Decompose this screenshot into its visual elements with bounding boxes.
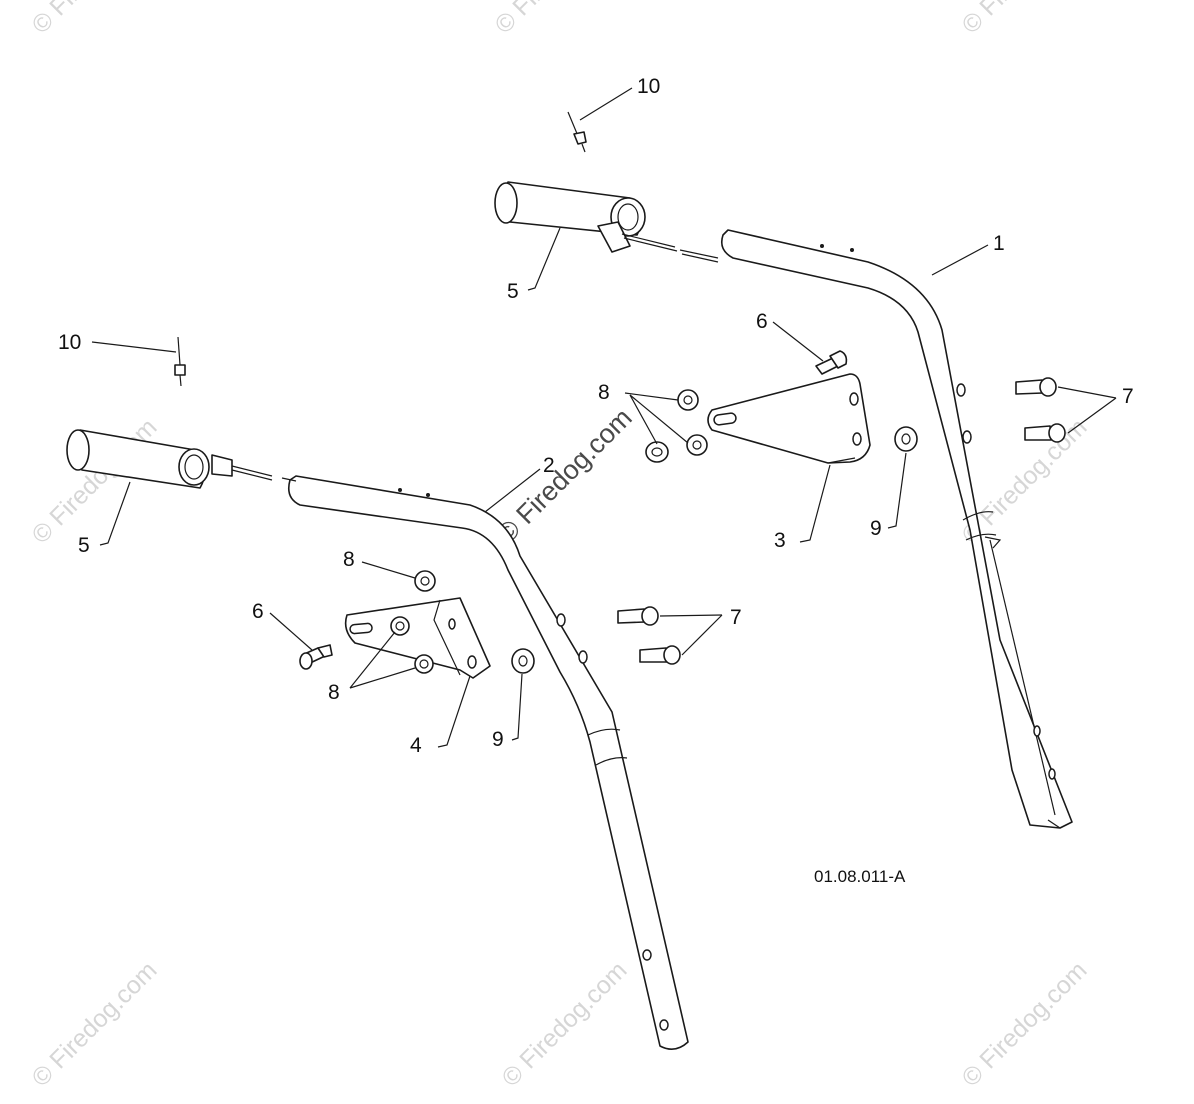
- watermark-text: © Firedog.com: [496, 956, 632, 1092]
- bracket-right-part: [707, 373, 871, 464]
- bracket-left-part: [344, 597, 491, 679]
- callout-labels: 1 2 3 4 5 5 6 6 7 7 8 8 8 9 9 10 10 01.0…: [58, 75, 1134, 886]
- callout-8-lower-single: 8: [343, 548, 355, 571]
- grip-upper-part: [494, 181, 719, 263]
- callout-6-upper: 6: [756, 310, 768, 333]
- washer-lower-part: [511, 648, 535, 674]
- callout-5-upper: 5: [507, 280, 519, 303]
- callout-8-lower-pair: 8: [328, 681, 340, 704]
- rivet-lower-part: [174, 336, 186, 387]
- callout-9-upper: 9: [870, 517, 882, 540]
- handle-lower-part: [287, 475, 689, 1050]
- carriage-bolts-upper-part: [1015, 377, 1066, 443]
- callout-4: 4: [410, 734, 422, 757]
- rivet-upper-part: [567, 111, 587, 153]
- callout-10-lower: 10: [58, 331, 81, 354]
- watermark-text: © Firedog.com: [491, 403, 638, 550]
- washer-upper-part: [894, 426, 918, 452]
- callout-6-lower: 6: [252, 600, 264, 623]
- callout-7-upper: 7: [1122, 385, 1134, 408]
- callout-1: 1: [993, 232, 1005, 255]
- watermark-text: © Firedog.com: [956, 956, 1092, 1092]
- nut-lower-single-part: [414, 570, 436, 592]
- nuts-upper-part: [645, 389, 708, 463]
- watermark-text: © Firedog.com: [26, 0, 162, 39]
- callout-10-upper: 10: [637, 75, 660, 98]
- watermark-text: © Firedog.com: [956, 0, 1092, 39]
- callout-9-lower: 9: [492, 728, 504, 751]
- leader-lines: [91, 87, 1117, 748]
- drawing-code: 01.08.011-A: [814, 867, 906, 886]
- handle-upper-part: [720, 229, 1073, 829]
- callout-2: 2: [543, 454, 555, 477]
- callout-8-upper: 8: [598, 381, 610, 404]
- bolt-lower-part: [299, 644, 333, 670]
- watermark-text: © Firedog.com: [26, 956, 162, 1092]
- watermark-text: © Firedog.com: [489, 0, 625, 39]
- callout-5-lower: 5: [78, 534, 90, 557]
- watermark-layer: © Firedog.com © Firedog.com © Firedog.co…: [26, 0, 1092, 1092]
- nuts-lower-pair-part: [390, 616, 434, 674]
- carriage-bolts-lower-part: [617, 606, 681, 665]
- callout-3: 3: [774, 529, 786, 552]
- grip-lower-part: [66, 429, 297, 489]
- callout-7-lower: 7: [730, 606, 742, 629]
- bolt-upper-part: [815, 350, 848, 375]
